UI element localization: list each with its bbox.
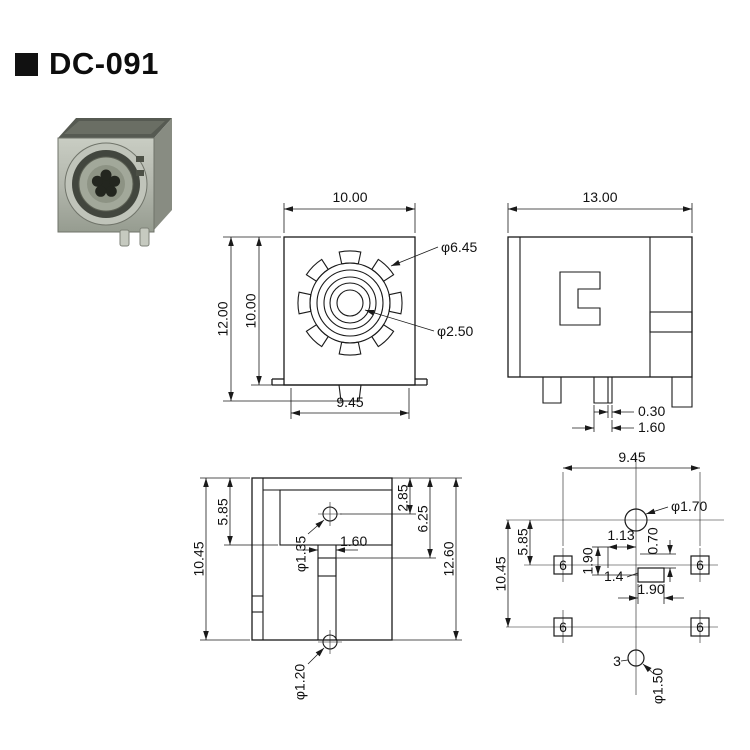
page-title: DC-091 — [49, 46, 159, 81]
section-dim-texts: 5.85 10.45 φ1.35 1.60 2.85 6.25 12.60 φ1… — [191, 484, 457, 700]
view-side: 13.00 0.30 1.60 — [507, 189, 693, 435]
photo-pin — [119, 229, 130, 247]
front-dim-texts: 10.00 12.00 10.00 φ6.45 φ2.50 9.45 — [215, 189, 478, 410]
footprint-main-hole — [624, 508, 648, 532]
dim-section-depth-b: 6.25 — [415, 505, 431, 532]
dim-side-width-top: 13.00 — [582, 189, 617, 205]
dim-footprint-offset-x: 1.13 — [607, 527, 634, 543]
footprint-pad-label: 6 — [559, 619, 567, 635]
side-pin — [593, 377, 613, 404]
dim-front-height-outer: 12.00 — [215, 301, 231, 336]
dim-section-height-right: 12.60 — [441, 541, 457, 576]
footprint-pad — [553, 555, 573, 575]
front-gear-ring — [297, 250, 403, 356]
section-slot — [317, 557, 337, 577]
dim-front-width-top: 10.00 — [332, 189, 367, 205]
dim-footprint-dia-pin-hole: φ1.50 — [650, 668, 666, 705]
title-row: DC-091 — [15, 46, 159, 82]
footprint-pad — [690, 617, 710, 637]
dim-front-dia-outer: φ6.45 — [441, 239, 478, 255]
view-section: 5.85 10.45 φ1.35 1.60 2.85 6.25 12.60 φ1… — [191, 477, 462, 700]
dim-section-dia-top-hole: φ1.35 — [293, 536, 309, 573]
side-dim-texts: 13.00 0.30 1.60 — [582, 189, 665, 435]
footprint-pin-label: 3 — [613, 653, 621, 669]
dim-section-depth-a: 2.85 — [395, 484, 411, 511]
footprint-dim-texts: 9.45 5.85 10.45 1.13 1.90 0.70 1.4 1.90 … — [493, 449, 708, 704]
front-body — [283, 236, 416, 386]
side-body — [507, 236, 693, 378]
dim-side-pin-width: 1.60 — [638, 419, 665, 435]
side-pin — [542, 377, 562, 404]
dim-front-height-inner: 10.00 — [243, 293, 259, 328]
section-body — [251, 477, 393, 641]
section-centerlines — [318, 502, 342, 654]
dim-footprint-width-top: 9.45 — [618, 449, 645, 465]
dim-footprint-dia-main-hole: φ1.70 — [671, 498, 708, 514]
dim-side-gap: 0.30 — [638, 403, 665, 419]
side-dim-lines — [507, 203, 693, 432]
footprint-pad — [553, 617, 573, 637]
dim-footprint-pitch-h: 1.90 — [637, 581, 664, 597]
footprint-pad-label: 6 — [696, 619, 704, 635]
footprint-centerlines — [506, 455, 724, 695]
dim-section-height-total: 10.45 — [191, 541, 207, 576]
footprint-pad-label: 6 — [696, 557, 704, 573]
section-dim-lines — [200, 477, 462, 665]
footprint-dim-lines — [505, 465, 700, 675]
front-dim-lines — [223, 203, 439, 419]
dim-section-height-upper: 5.85 — [215, 498, 231, 525]
dim-section-dia-bottom-hole: φ1.20 — [292, 664, 308, 701]
photo-star-hole — [91, 169, 121, 197]
dim-footprint-slot-len: 1.4 — [604, 568, 624, 584]
dim-footprint-height-upper: 5.85 — [515, 528, 531, 555]
footprint-pad-label: 6 — [559, 557, 567, 573]
view-footprint: 9.45 5.85 10.45 1.13 1.90 0.70 1.4 1.90 … — [493, 449, 724, 704]
dim-section-slot-width: 1.60 — [340, 533, 367, 549]
dim-footprint-offset-y: 0.70 — [645, 527, 661, 554]
footprint-slot-pad — [637, 567, 665, 583]
view-front: 10.00 12.00 10.00 φ6.45 φ2.50 9.45 — [215, 189, 478, 419]
dim-front-width-bottom: 9.45 — [336, 394, 363, 410]
front-center-pin — [338, 384, 362, 402]
dim-footprint-pitch-v: 1.90 — [580, 547, 596, 574]
side-clip — [559, 271, 601, 326]
photo-pin — [139, 227, 150, 247]
dim-front-dia-inner: φ2.50 — [437, 323, 474, 339]
front-center-hole — [336, 289, 364, 317]
side-leg — [671, 377, 693, 408]
dim-footprint-height-total: 10.45 — [493, 556, 509, 591]
product-photo — [57, 118, 172, 247]
footprint-pin-hole — [627, 649, 645, 667]
footprint-pad — [690, 555, 710, 575]
title-bullet-icon — [15, 52, 38, 76]
